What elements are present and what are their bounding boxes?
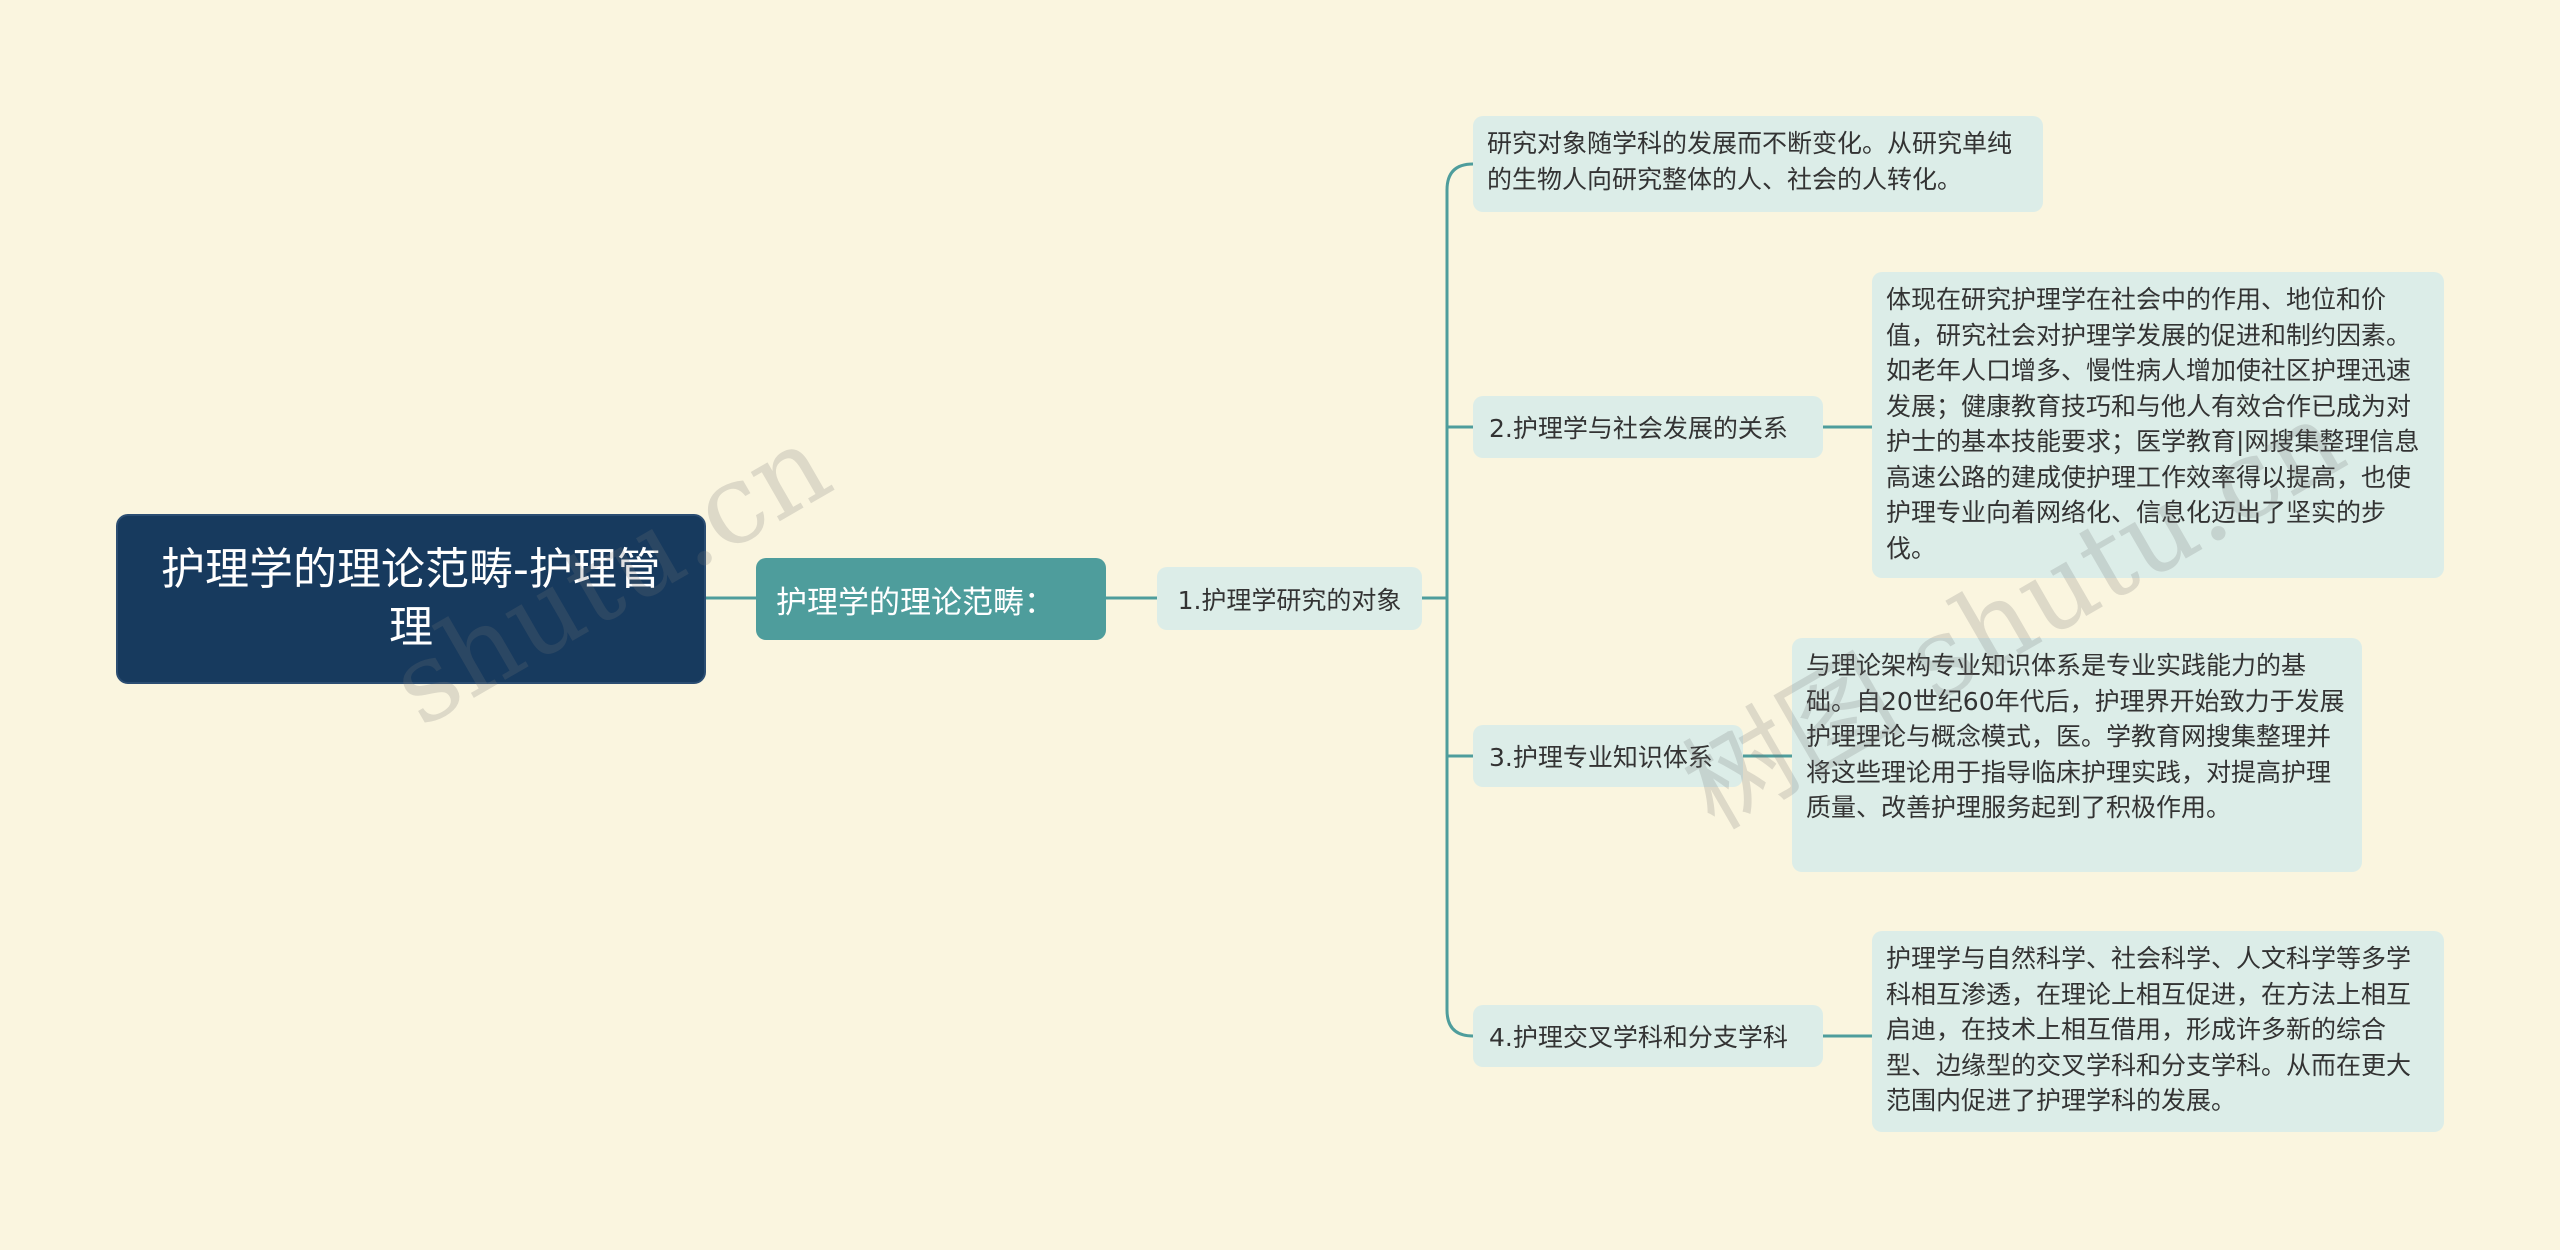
leaf-text-1: 研究对象随学科的发展而不断变化。从研究单纯的生物人向研究整体的人、社会的人转化。 [1487,129,2013,194]
level1-label: 护理学的理论范畴： [776,584,1055,621]
level2-label: 1.护理学研究的对象 [1177,585,1402,615]
branch-node-3[interactable]: 3.护理专业知识体系 [1473,725,1743,787]
branch-node-2[interactable]: 2.护理学与社会发展的关系 [1473,396,1823,458]
branch-label-3: 3.护理专业知识体系 [1489,743,1713,772]
level2-node[interactable]: 1.护理学研究的对象 [1157,567,1422,630]
leaf-node-1[interactable]: 研究对象随学科的发展而不断变化。从研究单纯的生物人向研究整体的人、社会的人转化。 [1473,116,2043,212]
branch-node-4[interactable]: 4.护理交叉学科和分支学科 [1473,1005,1823,1067]
branch-label-2: 2.护理学与社会发展的关系 [1489,414,1788,443]
connector-trunk [1445,162,1474,1038]
leaf-text-3: 与理论架构专业知识体系是专业实践能力的基础。自20世纪60年代后，护理界开始致力… [1806,651,2345,822]
root-node[interactable]: 护理学的理论范畴-护理管理 [116,514,706,684]
leaf-text-4: 护理学与自然科学、社会科学、人文科学等多学科相互渗透，在理论上相互促进，在方法上… [1886,944,2412,1115]
leaf-node-4[interactable]: 护理学与自然科学、社会科学、人文科学等多学科相互渗透，在理论上相互促进，在方法上… [1872,931,2444,1132]
branch-label-4: 4.护理交叉学科和分支学科 [1489,1023,1788,1052]
root-label: 护理学的理论范畴-护理管理 [161,544,661,653]
leaf-node-3[interactable]: 与理论架构专业知识体系是专业实践能力的基础。自20世纪60年代后，护理界开始致力… [1792,638,2362,872]
leaf-node-2[interactable]: 体现在研究护理学在社会中的作用、地位和价值，研究社会对护理学发展的促进和制约因素… [1872,272,2444,578]
level1-node[interactable]: 护理学的理论范畴： [756,558,1106,640]
leaf-text-2: 体现在研究护理学在社会中的作用、地位和价值，研究社会对护理学发展的促进和制约因素… [1886,285,2420,563]
